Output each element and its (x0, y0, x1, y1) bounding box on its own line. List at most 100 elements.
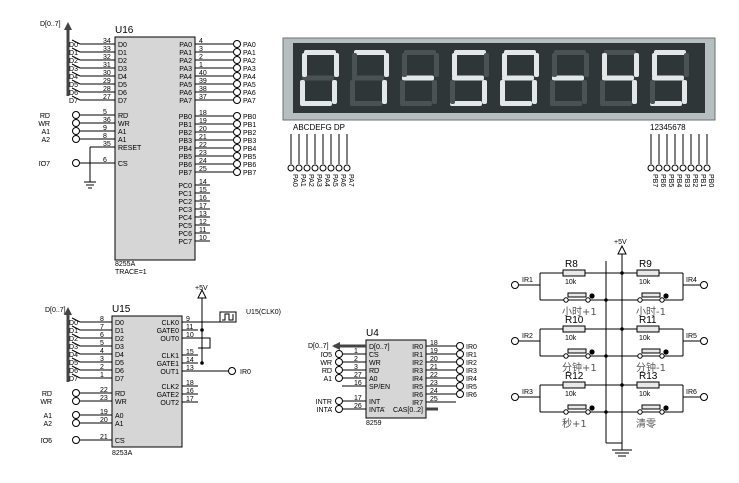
segment-b (384, 53, 389, 77)
segment-b (634, 53, 639, 77)
u4-ir6-net: IR6 (466, 392, 477, 399)
u15-d6-pin-number: 2 (100, 364, 104, 371)
u4-ir3-pin-number: 21 (430, 364, 438, 371)
pushbutton-led-icon (589, 349, 595, 355)
u16-ctrl-1-pin-number: 36 (103, 117, 111, 124)
u15-ctrl-3-net: A2 (43, 421, 52, 428)
pushbutton-icon[interactable] (567, 292, 587, 298)
u4-4-pin-name: SP/EN (369, 384, 390, 391)
u4-int-0-pin-name: INT (369, 399, 381, 406)
segment-c (382, 80, 387, 104)
u4-right-pins: CAS[0..2]IR018IR0IR119IR1IR220IR2IR321IR… (393, 340, 477, 414)
u4-2-pin-number: 3 (354, 364, 358, 371)
u16-pa3-pin-number: 1 (199, 62, 203, 69)
u16-pa2-pin-number: 2 (199, 54, 203, 61)
junction-dot (604, 410, 608, 414)
u16-ctrl-3-pin-name: A1 (118, 137, 127, 144)
u4-2-net: RD (322, 368, 332, 375)
u16-pb5-pin-name: PB5 (179, 154, 192, 161)
junction-dot (620, 271, 624, 275)
u15-d1-pin-name: D1 (115, 328, 124, 335)
digit-3 (400, 50, 439, 106)
u16-pa6-pin-name: PA6 (179, 90, 192, 97)
u16-pa4-pin-number: 40 (199, 70, 207, 77)
display-digit-terminal (695, 164, 703, 172)
u4-2-pin-name: RD (369, 368, 379, 375)
u16-pa7-pin-name: PA7 (179, 98, 192, 105)
u15-d5-pin-number: 3 (100, 356, 104, 363)
resistor-value: 10k (565, 391, 577, 398)
segment-g (402, 75, 434, 81)
segment-f (452, 53, 457, 77)
pushbutton-icon[interactable] (567, 404, 587, 410)
pushbutton-led-icon (663, 293, 669, 299)
junction-dot-2 (200, 361, 204, 365)
u4-int-terminal (335, 405, 343, 413)
u16-pa2-pin-name: PA2 (179, 58, 192, 65)
resistor-icon (562, 269, 586, 277)
segment-b (684, 53, 689, 77)
u15-right-pins: CLK09GATE011OUT010CLK115GATE114OUT113CLK… (157, 316, 198, 407)
u16-d6-net: D6 (69, 90, 78, 97)
u15-d0-pin-name: D0 (115, 320, 124, 327)
u16-pb2-pin-name: PB2 (179, 130, 192, 137)
u16-pc4-pin-number: 13 (199, 211, 207, 218)
display-seg-terminal (303, 164, 311, 172)
u16-pb3-pin-number: 21 (199, 134, 207, 141)
display-digit-net: PB6 (659, 174, 666, 187)
u4-ir2-net: IR2 (466, 360, 477, 367)
pushbutton-icon[interactable] (567, 348, 587, 354)
u16-pa0-pin-number: 4 (199, 38, 203, 45)
u4-int-1-net: INTA (317, 407, 333, 414)
u15-gate1-pin-number: 14 (186, 357, 194, 364)
u15-ctrl-terminal (72, 397, 80, 405)
segment-c (332, 80, 337, 104)
u16-pb2-net: PB2 (243, 130, 256, 137)
pushbutton-contact-icon (659, 353, 665, 359)
u15-d2-pin-number: 6 (100, 332, 104, 339)
u15-gate0-pin-number: 11 (186, 324, 193, 331)
segment-f (602, 53, 607, 77)
bus-arrow-icon-2 (64, 307, 72, 315)
bus-entry (71, 333, 81, 339)
u4-left-terminal (335, 358, 343, 366)
pushbutton-icon[interactable] (641, 292, 661, 298)
u16-pa5-pin-name: PA5 (179, 82, 192, 89)
u16-ctrl-4-pin-name: RESET (118, 145, 142, 152)
pushbutton-icon[interactable] (641, 404, 661, 410)
u4-0-pin-name: CS (369, 352, 379, 359)
display-seg-net: PA1 (299, 174, 306, 187)
u15-out1-pin-number: 13 (186, 365, 194, 372)
digit-5 (500, 50, 539, 106)
bus-entry (71, 325, 81, 331)
u16-pa6-pin-number: 38 (199, 86, 207, 93)
segment-d (650, 101, 682, 106)
u15-ctrl-2-net: A1 (43, 413, 52, 420)
u16-pb4-terminal (233, 144, 241, 152)
u15-ctrl-terminal (72, 419, 80, 427)
bus-arrow-icon (64, 22, 72, 30)
segment-d (600, 101, 632, 106)
resistor-icon (562, 325, 586, 333)
display-digit-terminal (679, 164, 687, 172)
u16-pc2-pin-name: PC2 (178, 199, 192, 206)
u16-d7-pin-number: 27 (103, 94, 111, 101)
u4-int-0-pin-number: 17 (354, 395, 362, 402)
u4-0-net: IO5 (321, 352, 332, 359)
u16-ctrl-3-net: A2 (41, 137, 50, 144)
display-seg-net: PA5 (331, 174, 338, 187)
segment-c (582, 80, 587, 104)
display-digit-terminal (687, 164, 695, 172)
button-label-left: 秒+1 (562, 417, 587, 430)
display-digits (300, 50, 689, 106)
segment-b (434, 53, 439, 77)
display-digit-net: PB2 (691, 174, 698, 187)
u16-d0-net: D0 (69, 42, 78, 49)
u15-d2-pin-name: D2 (115, 336, 124, 343)
bus-entry (71, 39, 81, 45)
pushbutton-icon[interactable] (641, 348, 661, 354)
display-digit-net: PB0 (707, 174, 714, 187)
u15-d6-pin-name: D6 (115, 368, 124, 375)
u16-pa7-net: PA7 (243, 98, 256, 105)
u16-d7-net: D7 (69, 98, 78, 105)
